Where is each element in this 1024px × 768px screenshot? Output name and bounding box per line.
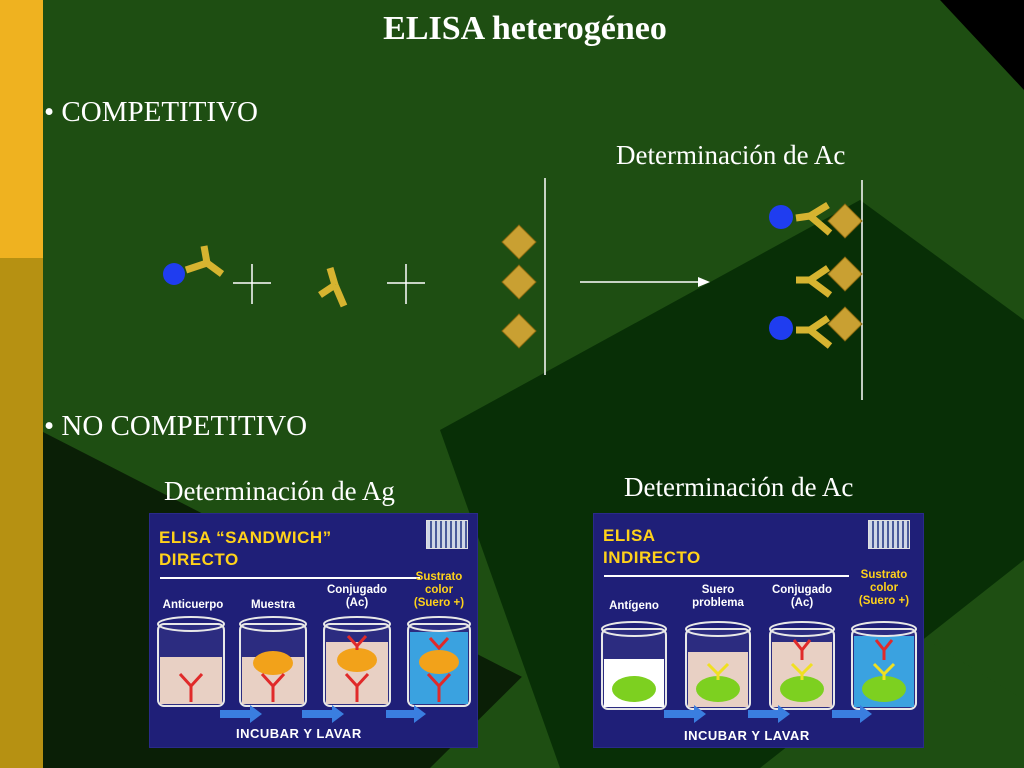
step-anticuerpo: Anticuerpo xyxy=(162,599,224,611)
label-det-ag: Determinación de Ag xyxy=(164,476,395,506)
enzyme-label-icons xyxy=(769,205,793,340)
free-antibody-icon xyxy=(318,267,348,308)
step-sustrato: Sustrato color (Suero +) xyxy=(858,569,910,607)
panel-elisa-sandwich: ELISA “SANDWICH” DIRECTO xyxy=(149,513,478,748)
slide-title: ELISA heterogéneo xyxy=(383,10,667,47)
panel-elisa-indirecto: ELISA INDIRECTO xyxy=(593,513,924,748)
step-muestra: Muestra xyxy=(250,599,296,611)
label-det-ac-top: Determinación de Ac xyxy=(616,140,846,170)
label-det-ac-bottom: Determinación de Ac xyxy=(624,472,854,502)
step-antigeno: Antígeno xyxy=(609,600,659,612)
bullet-non-competitive: • NO COMPETITIVO xyxy=(44,410,308,442)
step-suero-problema: Suero problema xyxy=(692,584,744,609)
antigen-icons-left xyxy=(501,224,537,349)
olive-side-bar xyxy=(0,258,43,768)
reaction-arrow-icon xyxy=(580,277,710,287)
panel-right-footer: INCUBAR Y LAVAR xyxy=(684,728,810,743)
microplate-icon xyxy=(426,520,468,549)
panel-left-footer: INCUBAR Y LAVAR xyxy=(236,726,362,741)
panel-left-graphics xyxy=(157,577,471,723)
antigen-icons-right xyxy=(827,203,863,342)
step-conjugado: Conjugado (Ac) xyxy=(326,584,388,609)
plus-sign-1 xyxy=(233,264,271,304)
gold-side-bar xyxy=(0,0,43,258)
plus-sign-2 xyxy=(387,264,425,304)
panel-right-graphics xyxy=(601,575,917,723)
microplate-icon xyxy=(868,520,910,549)
panel-left-heading-1: ELISA “SANDWICH” xyxy=(159,528,332,547)
panel-right-heading-2: INDIRECTO xyxy=(603,548,701,567)
labeled-antibody-icon xyxy=(163,245,225,285)
step-conjugado: Conjugado (Ac) xyxy=(771,584,833,609)
step-sustrato: Sustrato color (Suero +) xyxy=(413,571,465,609)
panel-right-heading-1: ELISA xyxy=(603,526,656,545)
bound-antibody-icons xyxy=(795,202,833,349)
bullet-competitive: • COMPETITIVO xyxy=(44,96,258,128)
panel-left-heading-2: DIRECTO xyxy=(159,550,239,569)
